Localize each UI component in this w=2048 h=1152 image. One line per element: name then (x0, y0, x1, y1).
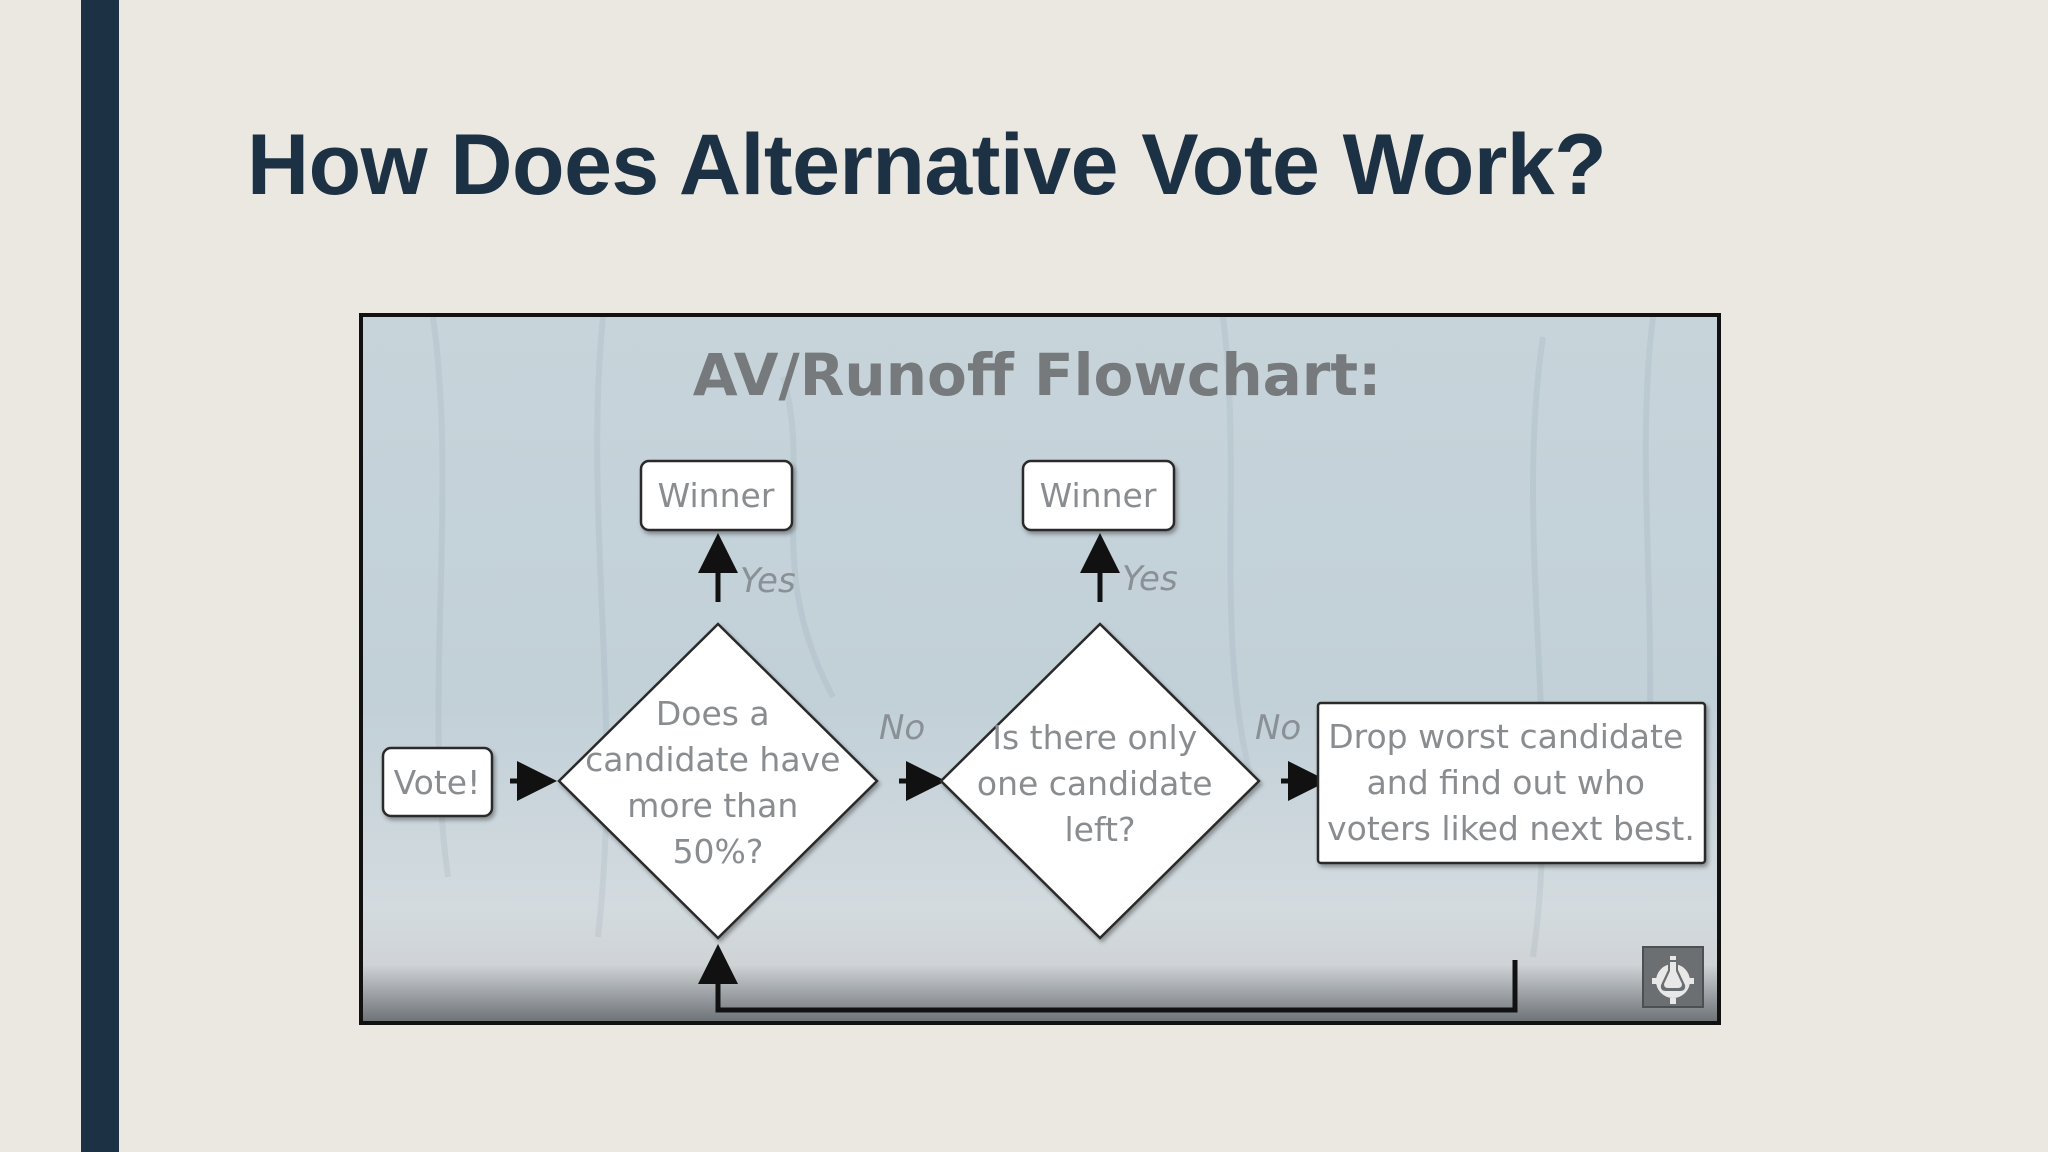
decision1-line-2: candidate have (585, 740, 840, 779)
decision1-line-3: more than (627, 786, 798, 825)
flowchart-title: AV/Runoff Flowchart: (693, 341, 1382, 409)
edge-label-no2: No (1255, 708, 1301, 748)
node-winner1-label: Winner (658, 476, 775, 515)
drop-line-1: Drop worst candidate (1328, 717, 1683, 756)
drop-line-2: and find out who (1367, 763, 1645, 802)
decision2-line-2: one candidate (977, 764, 1213, 803)
node-decision2: Is there only one candidate left? (941, 624, 1259, 938)
decision2-line-3: left? (1065, 810, 1136, 849)
node-winner1: Winner (641, 461, 792, 530)
gear-flask-icon (1642, 946, 1704, 1008)
node-drop: Drop worst candidate and find out who vo… (1318, 703, 1705, 863)
decision1-line-1: Does a (656, 694, 770, 733)
arrow-loop-back (718, 960, 1515, 1010)
slide-title: How Does Alternative Vote Work? (247, 118, 1606, 213)
node-drop-label: Drop worst candidate and find out who vo… (1327, 717, 1695, 848)
node-winner2-label: Winner (1040, 476, 1157, 515)
decision1-line-4: 50%? (673, 832, 764, 871)
edge-label-yes1: Yes (740, 561, 796, 601)
left-accent-bar (81, 0, 119, 1152)
node-winner2: Winner (1023, 461, 1174, 530)
drop-line-3: voters liked next best. (1327, 809, 1695, 848)
edge-label-yes2: Yes (1122, 559, 1178, 599)
node-vote: Vote! (383, 748, 492, 816)
node-vote-label: Vote! (394, 763, 481, 802)
flowchart-image: AV/Runoff Flowchart: Vote! Does a candid… (359, 313, 1721, 1025)
edge-label-no1: No (879, 708, 925, 748)
decision2-line-1: Is there only (992, 718, 1197, 757)
flowchart-svg: AV/Runoff Flowchart: Vote! Does a candid… (363, 317, 1717, 1021)
